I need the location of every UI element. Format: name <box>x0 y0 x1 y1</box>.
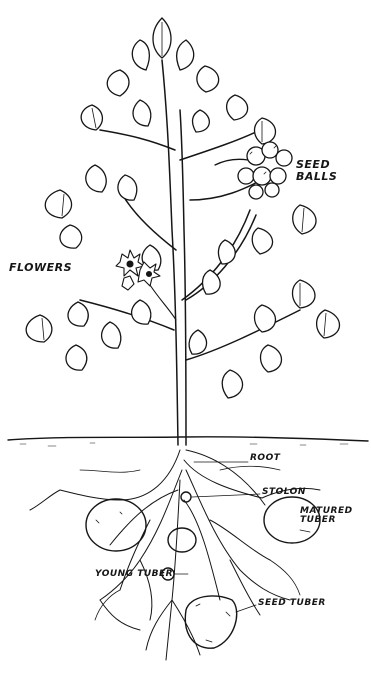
tuber-stolon-small <box>181 492 191 502</box>
ground-line <box>8 437 368 441</box>
label-seed-balls: SEED BALLS <box>296 159 337 182</box>
label-young-tuber: YOUNG TUBER <box>95 570 173 579</box>
label-matured-tuber: MATURED TUBER <box>300 507 353 526</box>
tuber-mid <box>168 528 196 552</box>
seed-tuber <box>185 596 236 648</box>
tuber-left <box>86 499 146 551</box>
seed-balls <box>215 142 292 199</box>
label-root: ROOT <box>250 454 280 463</box>
label-stolon: STOLON <box>262 488 306 497</box>
roots <box>30 450 320 660</box>
label-seed-tuber: SEED TUBER <box>258 599 326 608</box>
main-stem <box>80 60 300 445</box>
ground-texture <box>20 443 348 446</box>
label-flowers: FLOWERS <box>9 262 72 274</box>
